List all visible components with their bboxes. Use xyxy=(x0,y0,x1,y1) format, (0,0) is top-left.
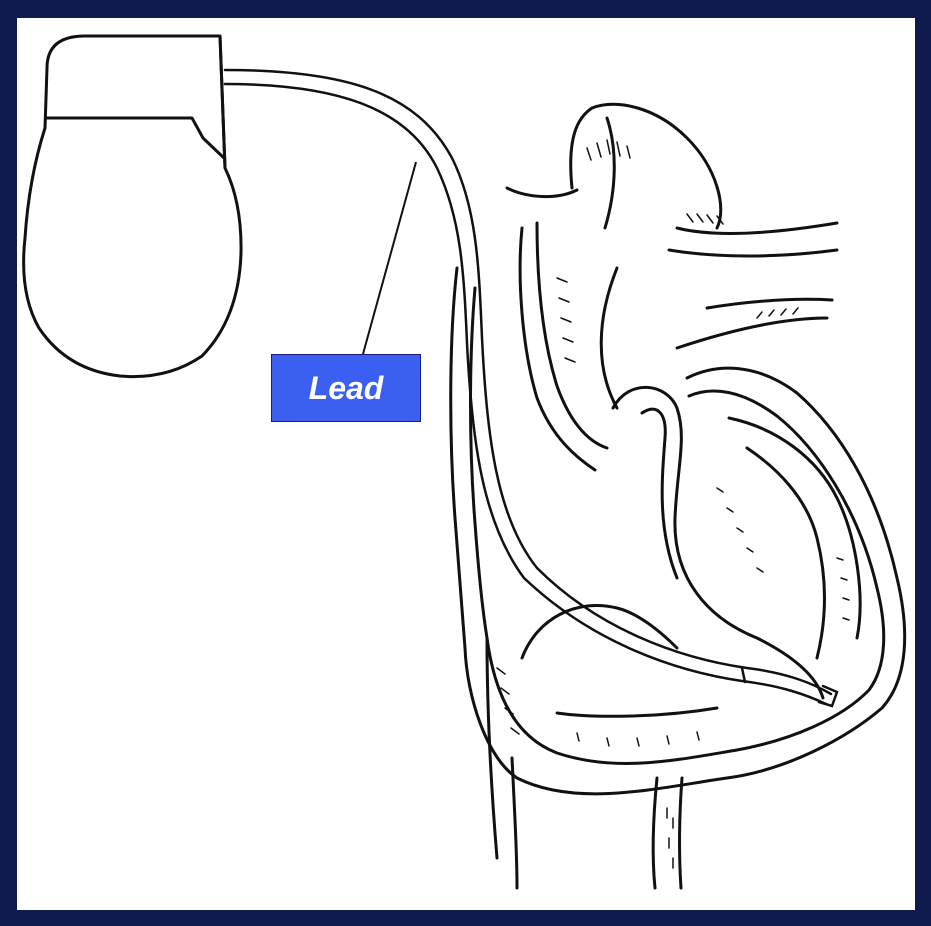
pacemaker-illustration xyxy=(17,18,915,910)
lead-pointer-line xyxy=(363,162,416,354)
pacemaker-generator-icon xyxy=(24,36,241,377)
heart-cross-section-icon xyxy=(451,104,905,888)
diagram-canvas: Lead xyxy=(17,18,915,910)
lead-label: Lead xyxy=(271,354,421,422)
